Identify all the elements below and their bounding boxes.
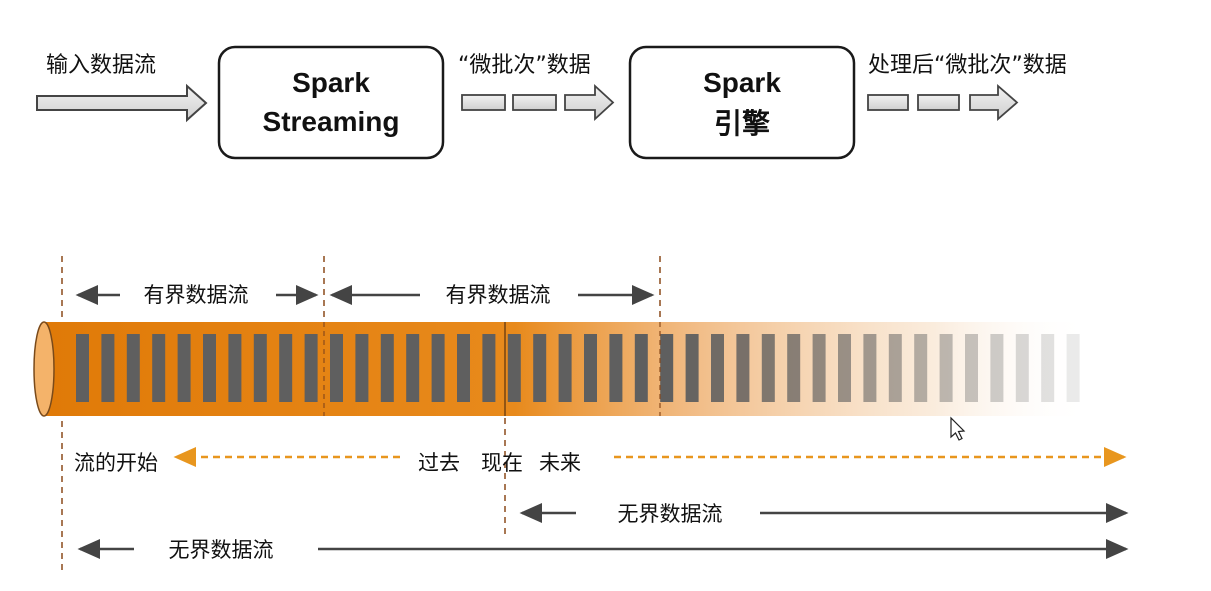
spark-streaming-box-title-line2: Streaming (263, 106, 400, 137)
stream-cell (507, 334, 521, 402)
input-arrow-icon (36, 83, 208, 123)
stream-cell (177, 334, 191, 402)
stream-cell (533, 334, 547, 402)
pipe-end-cap (33, 321, 55, 417)
stream-cell (203, 334, 216, 402)
stream-cell (685, 334, 699, 402)
bounded-stream-label-1: 有界数据流 (144, 283, 249, 307)
stream-cell (812, 334, 826, 402)
stream-cell (736, 334, 750, 402)
stream-cell (355, 334, 369, 402)
stream-cell (253, 334, 267, 402)
stream-cell (380, 334, 394, 402)
micro-batch-block-icon (512, 94, 557, 111)
stream-cell (152, 334, 166, 402)
spark-engine-box-title-line2: 引擎 (714, 107, 770, 140)
stream-start-label: 流的开始 (74, 451, 158, 475)
stream-cell (101, 334, 115, 402)
past-label: 过去 (418, 451, 460, 475)
stream-cell (126, 334, 140, 402)
stream-cell (584, 334, 597, 402)
stream-cell (330, 334, 343, 402)
stream-cell (914, 334, 928, 402)
stream-cell (1015, 334, 1029, 402)
stream-cell (761, 334, 775, 402)
processed-batch-block-icon (917, 94, 960, 111)
stream-cell (228, 334, 242, 402)
stream-cell (787, 334, 801, 402)
stream-cell (711, 334, 724, 402)
stream-cell (558, 334, 572, 402)
stream-cell (634, 334, 648, 402)
stream-cell (279, 334, 293, 402)
stream-cell (457, 334, 470, 402)
spark-engine-box (628, 45, 856, 160)
stream-cell (939, 334, 953, 402)
micro-batch-label: “微批次”数据 (458, 53, 591, 78)
stream-cell (990, 334, 1004, 402)
stream-cell (1066, 334, 1080, 402)
mouse-cursor-icon (950, 416, 966, 441)
stream-cell (406, 334, 420, 402)
stream-cell (965, 334, 978, 402)
stream-cell (660, 334, 674, 402)
stream-cell (76, 334, 89, 402)
stream-cell (609, 334, 623, 402)
stream-cell (431, 334, 445, 402)
micro-batch-arrow-icon (564, 83, 615, 122)
processed-batch-block-icon (867, 94, 909, 111)
stream-cell (863, 334, 877, 402)
spark-streaming-box (217, 45, 445, 160)
spark-engine-box-title-line1: Spark (703, 67, 781, 98)
stream-cell (304, 334, 318, 402)
stream-cell (482, 334, 496, 402)
now-label: 现在 (481, 451, 523, 475)
future-label: 未来 (539, 451, 581, 475)
processed-batch-arrow-icon (969, 84, 1019, 121)
processed-batch-label: 处理后“微批次”数据 (868, 53, 1067, 78)
stream-cell (838, 334, 851, 402)
bounded-stream-label-2: 有界数据流 (446, 283, 551, 307)
stream-cells (76, 334, 1080, 402)
stream-cell (888, 334, 902, 402)
micro-batch-block-icon (461, 94, 506, 111)
unbounded-stream-label-1: 无界数据流 (618, 502, 723, 526)
input-stream-label: 输入数据流 (46, 53, 156, 78)
spark-streaming-box-title-line1: Spark (292, 67, 370, 98)
unbounded-stream-label-2: 无界数据流 (169, 538, 274, 562)
stream-cell (1041, 334, 1055, 402)
